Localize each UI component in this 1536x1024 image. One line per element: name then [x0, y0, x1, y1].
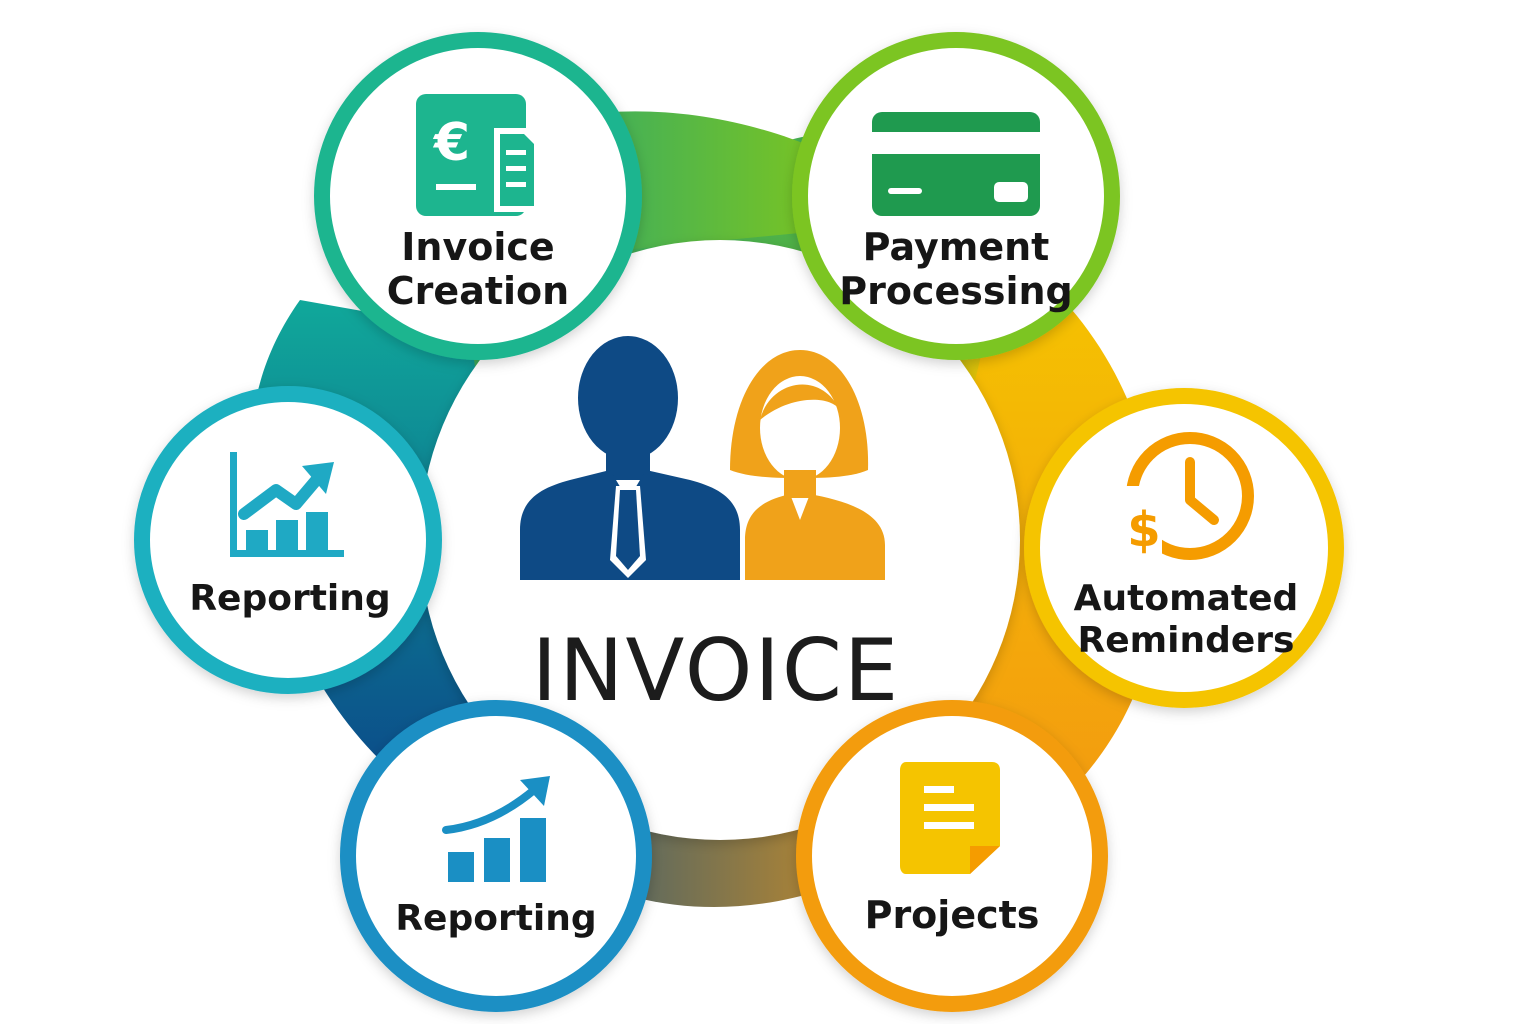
node-payment-processing-label-1: Payment	[863, 225, 1050, 269]
growth-chart-icon	[442, 776, 550, 882]
document-icon	[900, 762, 1000, 874]
node-reporting-left[interactable]: Reporting	[134, 386, 442, 694]
node-invoice-creation-label-2: Creation	[387, 269, 569, 313]
clock-dollar-icon: $	[1122, 432, 1254, 560]
node-reporting-bottom-label: Reporting	[395, 898, 596, 939]
node-payment-processing[interactable]: Payment Processing	[792, 32, 1120, 360]
woman-figure-icon	[730, 350, 885, 580]
svg-text:€: €	[433, 113, 470, 173]
node-projects-label: Projects	[865, 893, 1040, 937]
euro-invoice-icon: €	[416, 94, 540, 216]
node-invoice-creation[interactable]: € Invoice Creation	[314, 32, 642, 360]
center-title: INVOICE	[532, 621, 900, 721]
node-reporting-left-label: Reporting	[189, 578, 390, 619]
node-invoice-creation-label-1: Invoice	[401, 225, 554, 269]
man-figure-icon	[520, 336, 740, 580]
node-automated-reminders[interactable]: $ Automated Reminders	[1024, 388, 1344, 708]
bar-chart-icon	[230, 452, 344, 557]
people-icon	[520, 336, 885, 580]
node-payment-processing-label-2: Processing	[839, 269, 1073, 313]
node-automated-reminders-label-1: Automated	[1074, 578, 1299, 619]
credit-card-icon	[872, 112, 1040, 216]
node-projects[interactable]: Projects	[796, 700, 1108, 1012]
node-automated-reminders-label-2: Reminders	[1078, 620, 1295, 661]
svg-text:$: $	[1127, 502, 1160, 558]
node-reporting-bottom[interactable]: Reporting	[340, 700, 652, 1012]
